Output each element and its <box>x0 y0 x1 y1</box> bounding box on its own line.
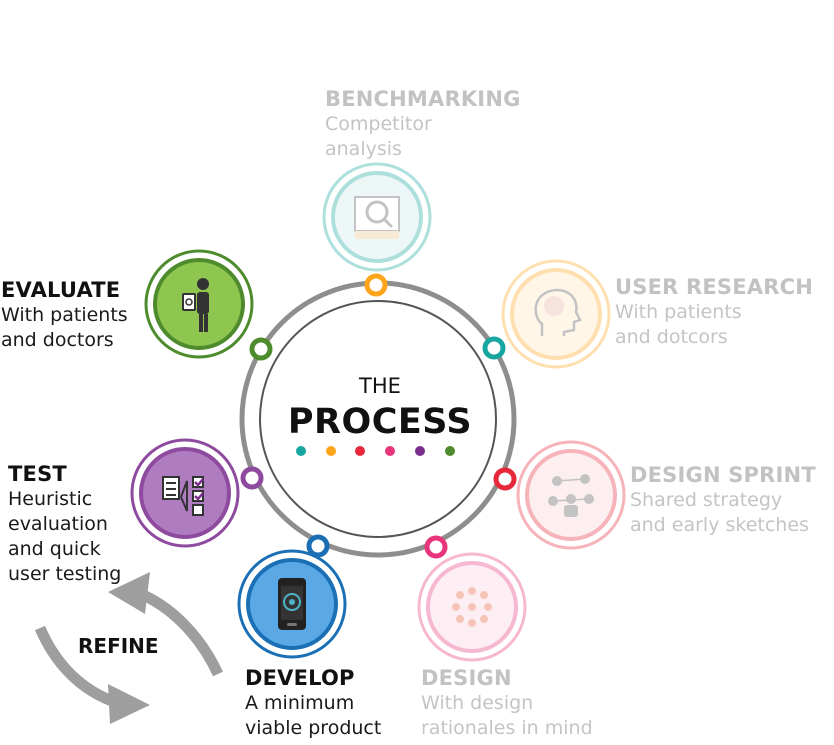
stage-badge-design <box>417 552 527 662</box>
stage-desc: With patients and doctors <box>1 304 128 351</box>
refine-loop-arrows <box>34 572 223 724</box>
stage-badge-develop <box>237 549 347 659</box>
stage-label-evaluate: EVALUATE With patients and doctors <box>1 278 128 353</box>
stage-label-test: TEST Heuristic evaluation and quick user… <box>8 462 121 587</box>
center-title-line1: THE <box>359 374 401 398</box>
head-brain-icon <box>534 288 582 336</box>
connector-design-sprint <box>493 467 517 491</box>
refine-label: REFINE <box>78 634 159 658</box>
center-dot <box>415 446 425 456</box>
center-dot <box>445 446 455 456</box>
checklist-icon <box>162 476 204 516</box>
stage-label-develop: DEVELOP A minimum viable product <box>245 666 381 741</box>
stage-desc: With patients and dotcors <box>615 301 742 348</box>
center-dot-row <box>296 446 455 456</box>
stage-label-design-sprint: DESIGN SPRINT Shared strategy and early … <box>630 463 816 538</box>
person-tablet-icon <box>182 278 209 332</box>
stage-label-design: DESIGN With design rationales in mind <box>421 666 593 741</box>
stage-title: USER RESEARCH <box>615 275 813 299</box>
connector-evaluate <box>249 337 273 361</box>
stage-title: DESIGN <box>421 666 512 690</box>
stage-label-user-research: USER RESEARCH With patients and dotcors <box>615 275 813 350</box>
stage-desc: A minimum viable product <box>245 692 382 739</box>
stage-badge-test <box>130 438 240 548</box>
network-person-icon <box>548 474 594 517</box>
center-dot <box>326 446 336 456</box>
connector-user-research <box>482 336 506 360</box>
stage-badge-design-sprint <box>516 440 626 550</box>
magnifier-document-icon <box>354 196 400 239</box>
center-title-line2: PROCESS <box>287 402 473 442</box>
connector-develop <box>306 534 330 558</box>
center-dot <box>296 446 306 456</box>
stage-badge-evaluate <box>144 249 254 359</box>
inner-ring <box>259 300 497 538</box>
stage-title: DEVELOP <box>245 666 355 690</box>
connector-benchmarking <box>364 273 388 297</box>
ring-connectors <box>240 273 517 559</box>
stage-title: EVALUATE <box>1 278 121 302</box>
connector-design <box>424 535 448 559</box>
stage-title: BENCHMARKING <box>325 87 521 111</box>
stage-desc: Shared strategy and early sketches <box>630 489 809 536</box>
stage-title: DESIGN SPRINT <box>630 463 816 487</box>
center-dot <box>385 446 395 456</box>
connector-test <box>240 466 264 490</box>
stage-desc: Heuristic evaluation and quick user test… <box>8 488 122 585</box>
stage-title: TEST <box>8 462 67 486</box>
stage-label-benchmarking: BENCHMARKING Competitor analysis <box>325 87 521 162</box>
stage-badge-benchmarking <box>322 162 432 272</box>
stage-desc: Competitor analysis <box>325 113 432 160</box>
center-dot <box>355 446 365 456</box>
brain-circuit-icon <box>452 587 492 627</box>
stage-desc: With design rationales in mind <box>421 692 593 739</box>
stage-badge-user-research <box>501 259 611 369</box>
smartphone-icon <box>278 578 306 630</box>
